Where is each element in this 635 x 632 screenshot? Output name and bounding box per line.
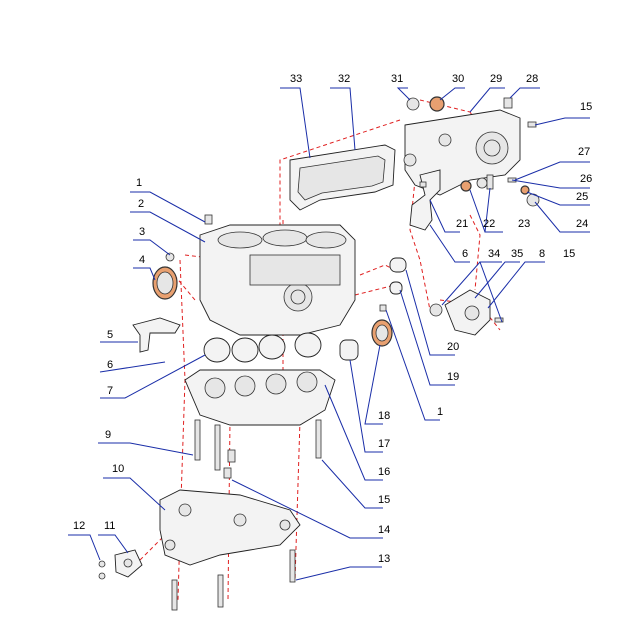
- bolts: [171, 419, 322, 611]
- callout-21: 21: [456, 218, 468, 230]
- callout-9: 9: [105, 429, 111, 441]
- oil-pump: [429, 289, 504, 336]
- callout-17: 17: [378, 438, 390, 450]
- callout-32: 32: [338, 73, 350, 85]
- callout-26: 26: [580, 173, 592, 185]
- callout-15: 15: [378, 494, 390, 506]
- callout-11: 11: [104, 520, 115, 532]
- callout-22: 22: [483, 218, 495, 230]
- callout-7: 7: [107, 385, 113, 397]
- callout-27: 27: [578, 146, 590, 158]
- callout-15c: 15: [580, 101, 592, 113]
- callout-19: 19: [447, 371, 459, 383]
- callout-13: 13: [378, 553, 390, 565]
- right-seals: [339, 257, 407, 361]
- small-plate: [98, 549, 143, 580]
- callout-16: 16: [378, 466, 390, 478]
- callout-2: 2: [138, 198, 144, 210]
- callout-10: 10: [112, 463, 124, 475]
- callout-20: 20: [447, 341, 459, 353]
- callout-23: 23: [518, 218, 530, 230]
- callout-24: 24: [576, 218, 588, 230]
- callout-18: 18: [378, 410, 390, 422]
- timing-gasket: [289, 144, 396, 211]
- callout-6b: 6: [462, 248, 468, 260]
- callout-8: 8: [539, 248, 545, 260]
- callout-1: 1: [136, 177, 142, 189]
- callout-5: 5: [107, 329, 113, 341]
- callout-31: 31: [391, 73, 403, 85]
- callout-30: 30: [452, 73, 464, 85]
- callout-4: 4: [139, 254, 145, 266]
- left-seals: [132, 252, 181, 353]
- callout-29: 29: [490, 73, 502, 85]
- bearing-shells: [203, 332, 322, 363]
- callout-numbers: 1 2 3 4 5 6 7 9 10 11 12 13 14 15 16 17 …: [73, 73, 592, 565]
- leader-lines: [68, 87, 590, 581]
- callout-1b: 1: [437, 406, 443, 418]
- callout-25: 25: [576, 191, 588, 203]
- callout-35: 35: [511, 248, 523, 260]
- callout-6: 6: [107, 359, 113, 371]
- lower-crankcase: [184, 369, 336, 426]
- callout-14: 14: [378, 524, 390, 536]
- callout-12: 12: [73, 520, 85, 532]
- callout-33: 33: [290, 73, 302, 85]
- callout-28: 28: [526, 73, 538, 85]
- callout-15b: 15: [563, 248, 575, 260]
- bracket: [159, 489, 301, 566]
- callout-34: 34: [488, 248, 500, 260]
- engine-block: [199, 214, 356, 336]
- callout-3: 3: [139, 226, 145, 238]
- seals-top: [406, 96, 537, 128]
